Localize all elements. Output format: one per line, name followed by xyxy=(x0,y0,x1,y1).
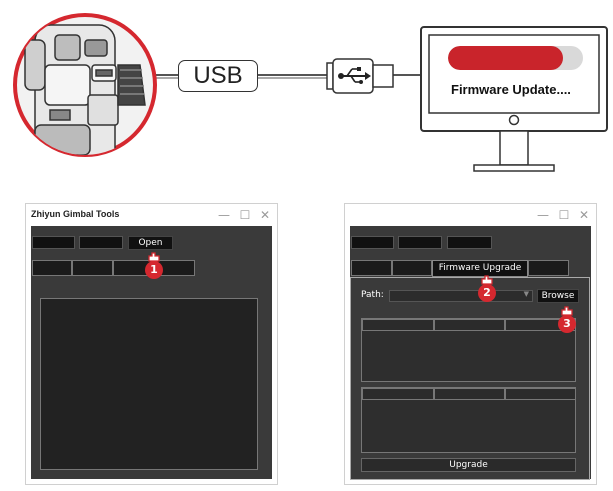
monitor-icon: Firmware Update.... xyxy=(418,24,613,174)
title-bar: — ☐ ✕ xyxy=(345,204,596,226)
usb-label-text: USB xyxy=(193,62,243,89)
table-header-cell xyxy=(434,319,505,331)
tab-firmware-upgrade[interactable]: Firmware Upgrade xyxy=(432,260,528,277)
close-icon[interactable]: ✕ xyxy=(578,208,590,222)
maximize-icon[interactable]: ☐ xyxy=(239,208,251,222)
firmware-progress-bar xyxy=(448,46,583,70)
usb-icon xyxy=(325,55,395,97)
chevron-down-icon[interactable]: ▼ xyxy=(523,290,529,298)
window-client-area: Firmware Upgrade Path: ▼ Browse Upgrade … xyxy=(350,226,591,480)
window-client-area: Open 1 xyxy=(31,226,272,479)
window-title: Zhiyun Gimbal Tools xyxy=(31,209,120,219)
browse-button[interactable]: Browse xyxy=(537,289,579,303)
path-label: Path: xyxy=(361,290,384,300)
upgrade-button[interactable]: Upgrade xyxy=(361,458,576,472)
tab-2[interactable] xyxy=(72,260,113,276)
path-field[interactable]: ▼ xyxy=(389,290,533,302)
hand-pointer-icon xyxy=(561,306,573,316)
tab-4[interactable] xyxy=(528,260,569,276)
tab-1[interactable] xyxy=(351,260,392,276)
toolbar-block-1[interactable] xyxy=(351,236,394,249)
table-header-cell xyxy=(434,388,505,400)
hand-pointer-icon xyxy=(148,252,160,262)
maximize-icon[interactable]: ☐ xyxy=(558,208,570,222)
step-badge-2: 2 xyxy=(478,284,496,302)
hand-pointer-icon xyxy=(481,275,493,285)
firmware-progress-fill xyxy=(448,46,563,70)
gimbal-tools-window: Zhiyun Gimbal Tools — ☐ ✕ Open 1 xyxy=(25,203,278,485)
usb-label: USB xyxy=(178,60,258,92)
toolbar-block-3[interactable] xyxy=(447,236,492,249)
close-icon[interactable]: ✕ xyxy=(259,208,271,222)
minimize-icon[interactable]: — xyxy=(218,208,230,222)
step-badge-1: 1 xyxy=(145,261,163,279)
tab-2[interactable] xyxy=(392,260,432,276)
toolbar-block-2[interactable] xyxy=(79,236,123,249)
firmware-upgrade-window: — ☐ ✕ Firmware Upgrade Path: ▼ Browse xyxy=(344,203,597,485)
content-panel xyxy=(40,298,258,470)
tab-1[interactable] xyxy=(32,260,72,276)
open-button[interactable]: Open xyxy=(128,236,173,250)
gimbal-icon xyxy=(10,10,160,160)
file-table-2 xyxy=(361,387,576,453)
title-bar: Zhiyun Gimbal Tools — ☐ ✕ xyxy=(26,204,277,226)
firmware-panel: Path: ▼ Browse Upgrade xyxy=(350,277,590,480)
firmware-status-text: Firmware Update.... xyxy=(451,82,571,97)
toolbar-block-2[interactable] xyxy=(398,236,442,249)
table-header-cell xyxy=(362,319,434,331)
step-badge-3: 3 xyxy=(558,315,576,333)
minimize-icon[interactable]: — xyxy=(537,208,549,222)
file-table-1 xyxy=(361,318,576,382)
table-header-cell xyxy=(362,388,434,400)
toolbar-block-1[interactable] xyxy=(32,236,75,249)
table-header-cell xyxy=(505,388,576,400)
